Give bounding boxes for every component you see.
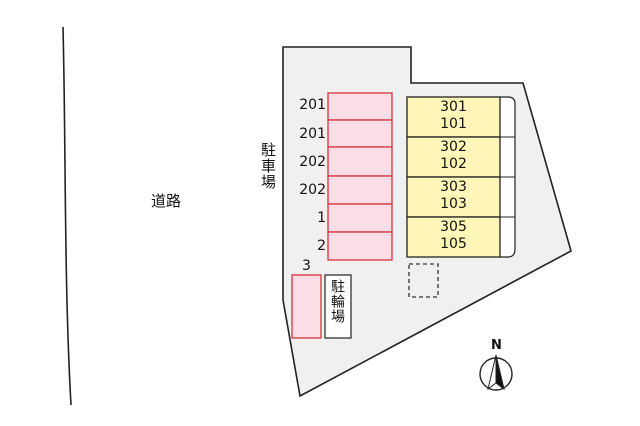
road-edge — [62, 26, 72, 406]
parking-stall — [327, 92, 393, 121]
parking-stall — [327, 203, 393, 233]
building — [406, 96, 501, 258]
parking-space-number: 202 — [299, 182, 326, 198]
bike-stall — [291, 274, 322, 339]
parking-stall — [327, 231, 393, 261]
north-arrow-icon — [479, 354, 513, 391]
unit-upper: 303 — [440, 179, 467, 195]
unit-lower: 103 — [440, 196, 467, 212]
parking-space-number: 201 — [299, 97, 326, 113]
unit-upper: 302 — [440, 139, 467, 155]
unit-upper: 301 — [440, 99, 467, 115]
unit-lower: 101 — [440, 116, 467, 132]
unit-lower: 102 — [440, 156, 467, 172]
building-unit — [406, 176, 501, 218]
parking-stalls — [327, 92, 393, 261]
parking-stall — [327, 146, 393, 177]
building-unit — [406, 216, 501, 258]
north-label: N — [491, 338, 502, 353]
bike-parking-box — [324, 274, 352, 339]
road-label: 道路 — [151, 192, 182, 210]
parking-space-number: 201 — [299, 126, 326, 142]
dashed-area — [408, 263, 439, 298]
building-unit — [406, 96, 501, 138]
parking-space-number: 202 — [299, 154, 326, 170]
parking-stall — [327, 119, 393, 148]
unit-upper: 305 — [440, 219, 467, 235]
unit-label: 305 105 — [407, 219, 500, 253]
unit-label: 303 103 — [407, 179, 500, 213]
parking-stall — [327, 175, 393, 205]
parking-label: 駐車場 — [259, 142, 277, 190]
bike-space-number: 3 — [302, 258, 311, 274]
unit-lower: 105 — [440, 236, 467, 252]
unit-label: 301 101 — [407, 99, 500, 133]
parking-space-number: 2 — [317, 238, 326, 254]
unit-label: 302 102 — [407, 139, 500, 173]
bike-parking-label: 駐輪場 — [329, 279, 345, 324]
parking-space-number: 1 — [317, 210, 326, 226]
